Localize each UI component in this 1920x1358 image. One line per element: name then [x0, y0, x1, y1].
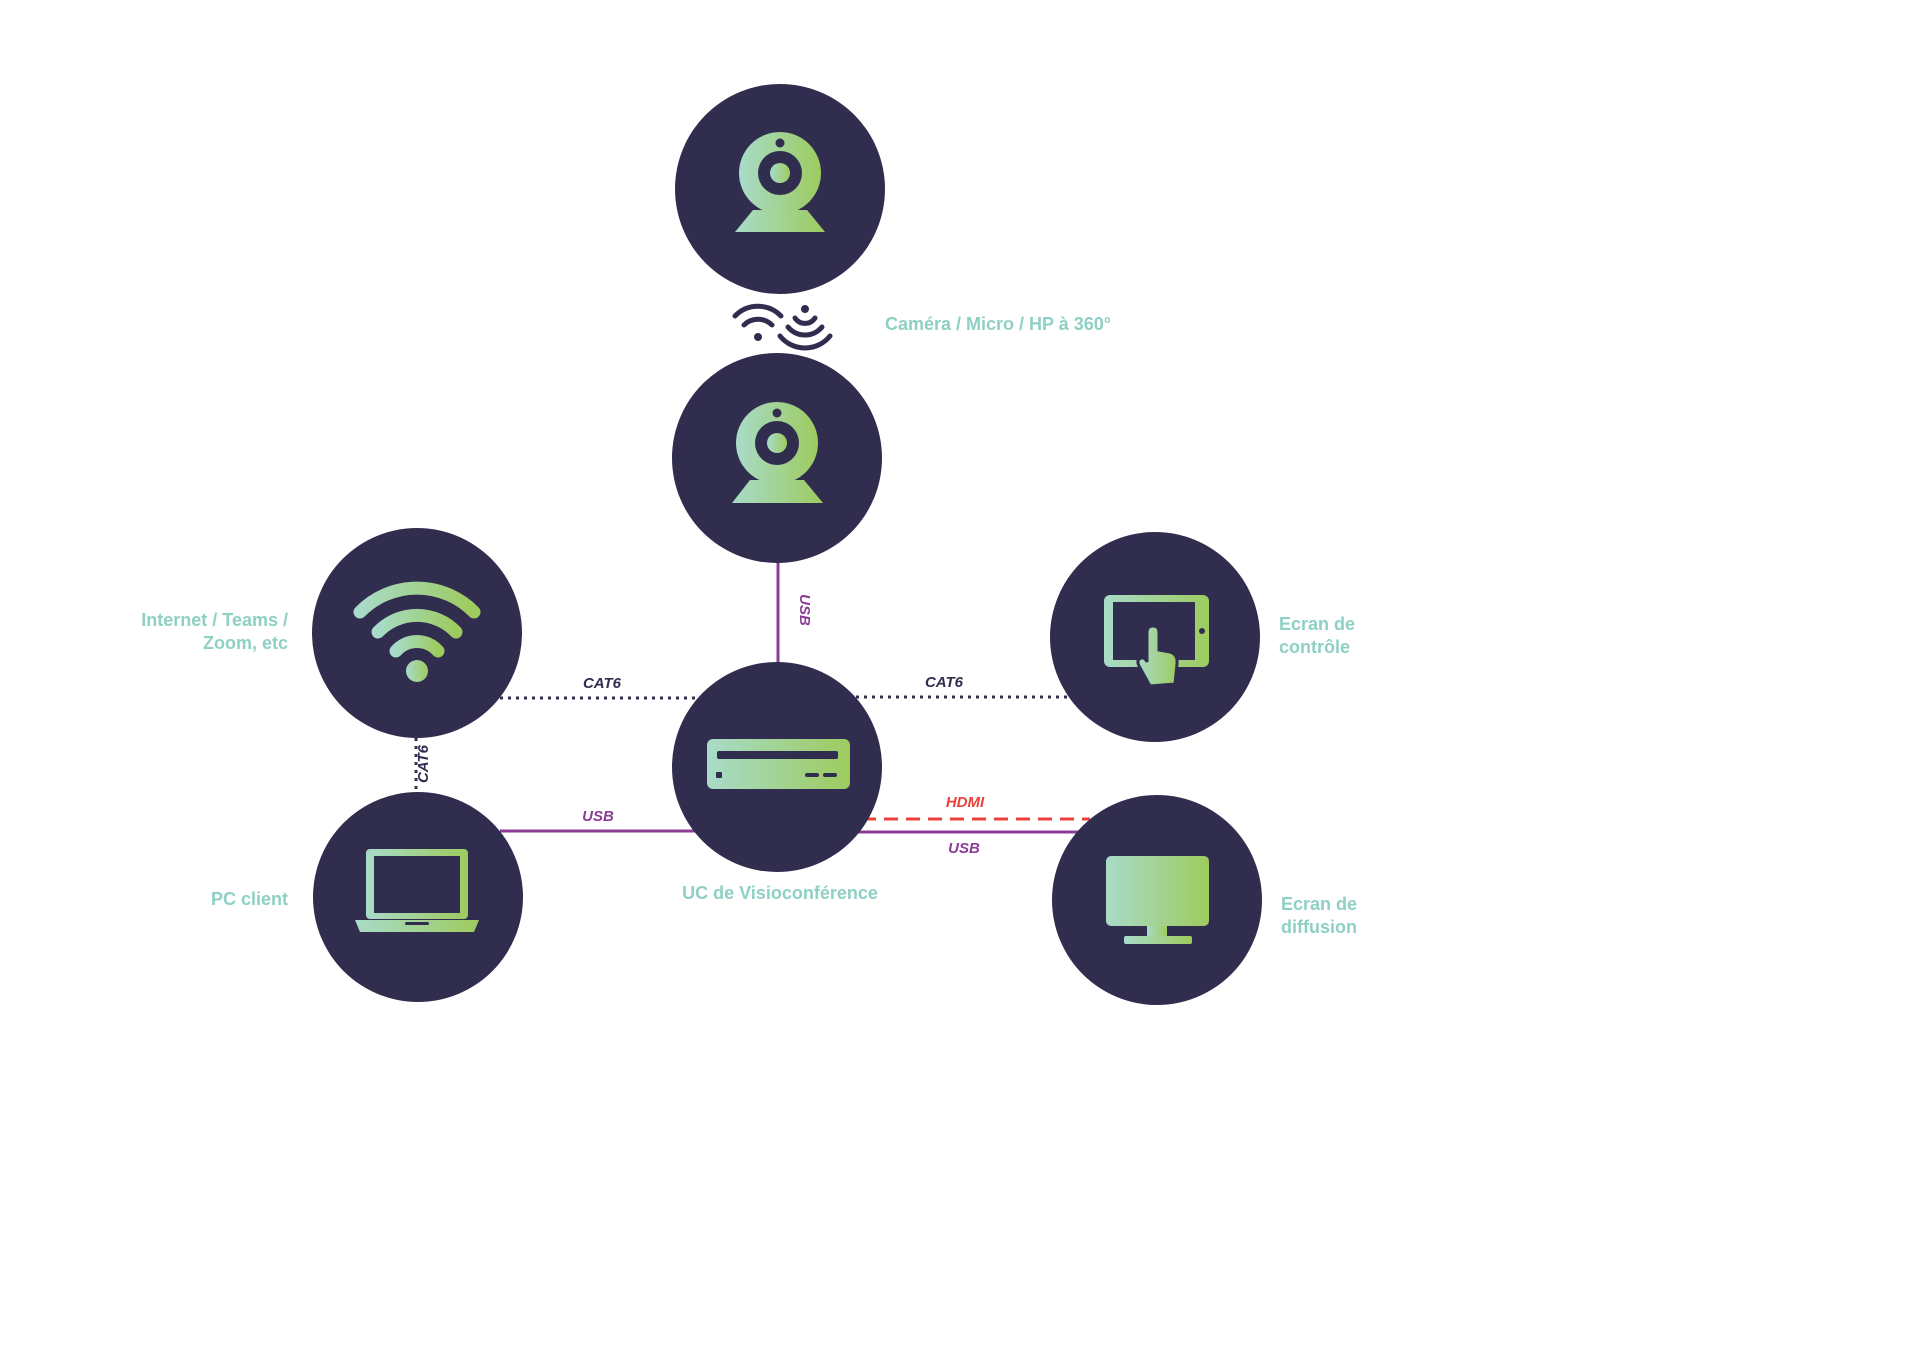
label-display-line1: Ecran de [1281, 894, 1357, 914]
label-pc-client: PC client [211, 889, 288, 909]
label-camera-360: Caméra / Micro / HP à 360° [885, 314, 1111, 334]
label-display-line2: diffusion [1281, 917, 1357, 937]
wireless-signal-icon [732, 303, 833, 351]
label-control-line1: Ecran de [1279, 614, 1355, 634]
usb-label-uc-display: USB [948, 840, 980, 857]
video-conference-unit-icon [707, 739, 850, 789]
av-diagram: USB CAT6 CAT6 CAT6 USB HDMI USB Caméra /… [141, 84, 1357, 1005]
monitor-icon [1106, 856, 1209, 944]
label-internet-line1: Internet / Teams / [141, 610, 288, 630]
hdmi-label-uc-display: HDMI [946, 794, 985, 811]
node-internet [312, 528, 522, 738]
usb-label-pc-uc: USB [582, 808, 614, 825]
webcam-icon [735, 132, 825, 232]
node-camera-usb [672, 353, 882, 563]
usb-label-camera-uc: USB [796, 594, 813, 626]
node-control-screen [1050, 532, 1260, 742]
cat6-label-internet-pc: CAT6 [415, 744, 432, 783]
node-uc [672, 662, 882, 872]
node-pc-client [313, 792, 523, 1002]
node-camera-360 [675, 84, 885, 294]
node-display-screen [1052, 795, 1262, 1005]
cat6-label-internet-uc: CAT6 [583, 675, 622, 692]
label-control-line2: contrôle [1279, 637, 1350, 657]
wifi-icon [353, 581, 481, 682]
tablet-touch-icon [1104, 595, 1209, 688]
webcam-icon [732, 402, 823, 503]
laptop-icon [355, 849, 479, 932]
label-internet-line2: Zoom, etc [203, 633, 288, 653]
label-uc: UC de Visioconférence [682, 883, 878, 903]
cat6-label-uc-control: CAT6 [925, 674, 964, 691]
